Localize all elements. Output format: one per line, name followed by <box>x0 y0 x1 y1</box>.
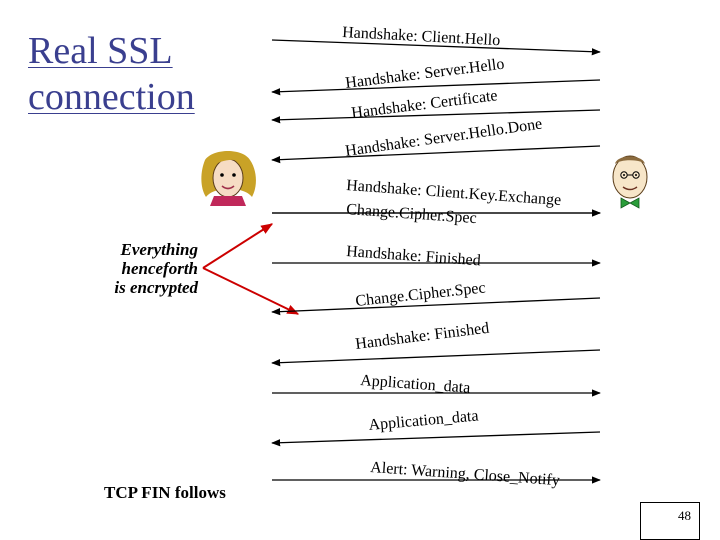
encrypted-pointer-arrows <box>202 223 300 315</box>
message-arrow-left <box>271 145 601 164</box>
message-3: Handshake: Certificate <box>271 87 601 124</box>
message-11: Application_data <box>271 407 601 447</box>
message-9: Handshake: Finished <box>271 320 601 367</box>
title-line-1: Real SSL <box>28 30 173 72</box>
encrypted-arrow-down <box>202 267 300 315</box>
message-arrow-left <box>271 109 601 124</box>
slide-title: Real SSL connection <box>28 28 195 120</box>
message-arrow-left <box>271 431 601 447</box>
message-label: Application_data <box>368 407 479 434</box>
client-avatar-icon <box>201 151 256 206</box>
message-2: Handshake: Server.Hello <box>271 56 601 96</box>
note-line-3: is encrypted <box>114 278 198 297</box>
message-arrow-left <box>271 349 601 367</box>
message-8: Change.Cipher.Spec <box>271 279 601 316</box>
message-label: Handshake: Finished <box>354 320 490 353</box>
note-line-1: Everything <box>120 240 198 259</box>
tcp-fin-label: TCP FIN follows <box>104 483 226 502</box>
message-arrow-left <box>271 79 601 96</box>
message-label: Handshake: Finished <box>346 243 482 269</box>
message-arrow-left <box>271 297 601 316</box>
note-line-2: henceforth <box>121 259 199 278</box>
message-label: Change.Cipher.Spec <box>346 201 478 227</box>
message-label: Alert: Warning, Close_Notify <box>370 459 561 489</box>
message-1: Handshake: Client.Hello <box>271 24 601 56</box>
server-avatar-icon <box>612 155 648 209</box>
title-line-2: connection <box>28 76 195 118</box>
encrypted-arrow-up <box>202 223 274 269</box>
message-7: Handshake: Finished <box>272 243 601 269</box>
message-arrow-right <box>271 39 601 56</box>
message-label: Handshake: Certificate <box>350 87 498 122</box>
message-10: Application_data <box>272 372 601 397</box>
message-4: Handshake: Server.Hello.Done <box>271 115 601 164</box>
message-12: Alert: Warning, Close_Notify <box>272 459 601 489</box>
encryption-note: Everything henceforth is encrypted <box>80 240 198 297</box>
